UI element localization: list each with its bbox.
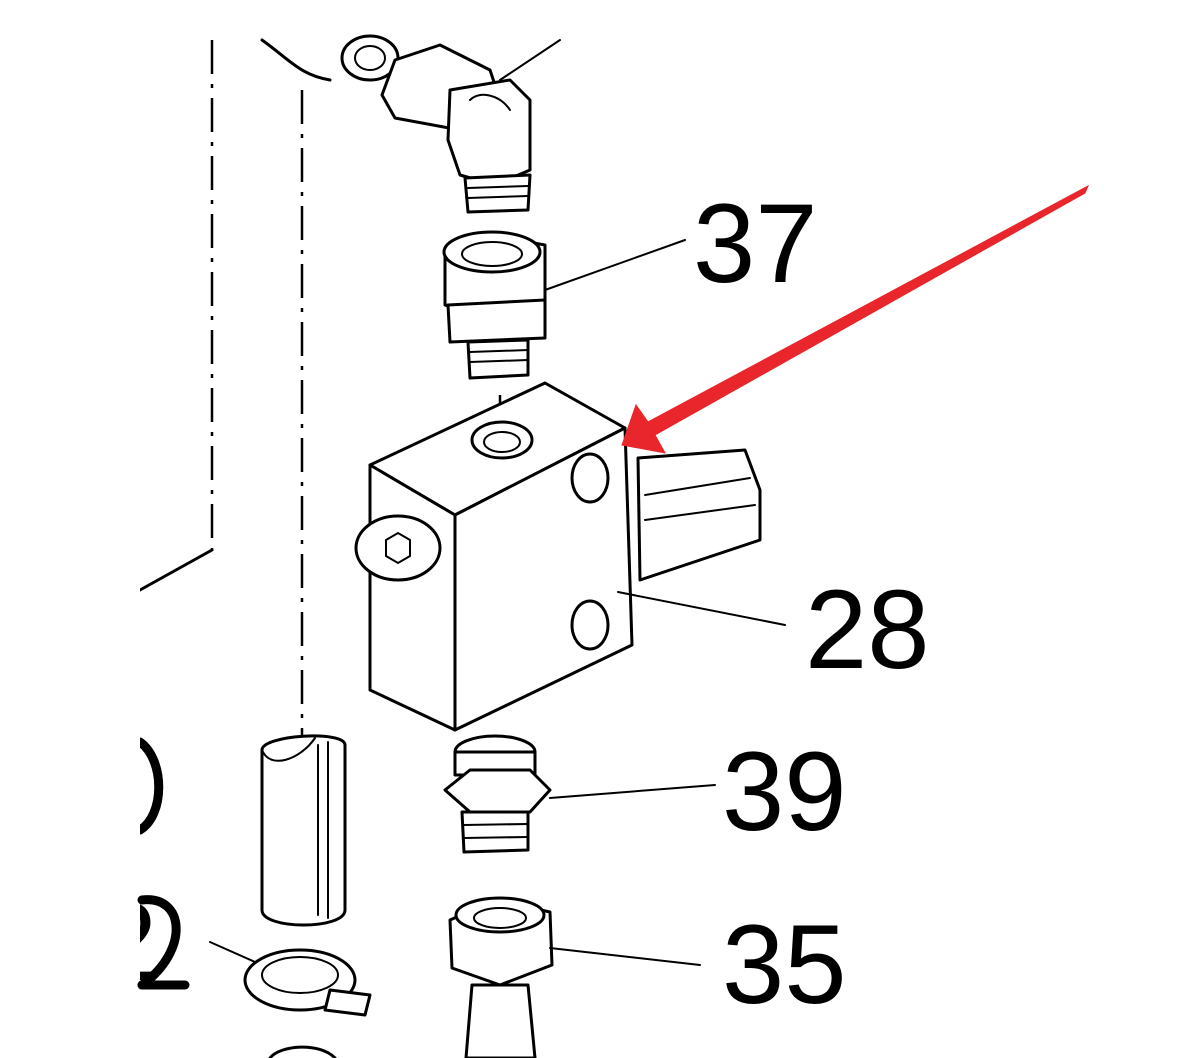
- callout-39: 39: [722, 729, 847, 854]
- callout-28: 28: [805, 567, 930, 692]
- adapter-part-37: [442, 230, 686, 380]
- callout-35: 35: [722, 902, 847, 1027]
- elbow-fitting: [260, 34, 561, 214]
- hose-clamp: [209, 941, 372, 1058]
- red-arrow-indicator: [621, 184, 1090, 454]
- red-arrow: [621, 184, 1090, 454]
- valve-block-part-28: [354, 381, 786, 732]
- nut-part-35: [448, 896, 701, 1058]
- cylinder-pin: [260, 734, 347, 927]
- nipple-part-39: [443, 734, 716, 854]
- callout-37: 37: [693, 181, 818, 306]
